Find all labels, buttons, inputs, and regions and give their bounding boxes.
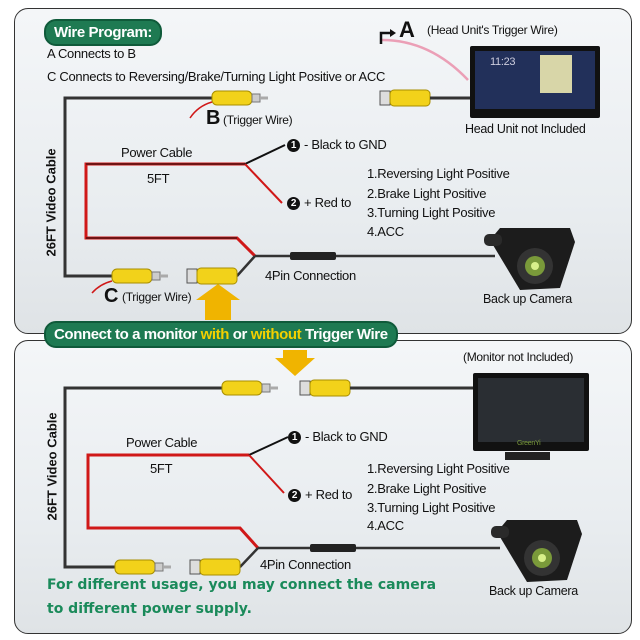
- top-black-wire-label: 1 - Black to GND: [287, 137, 387, 152]
- power-rca-connector: [186, 267, 238, 285]
- black-to-gnd: - Black to GND: [305, 429, 388, 444]
- label-b-text: (Trigger Wire): [223, 113, 293, 127]
- monitor-brand: GreenYi: [517, 440, 541, 447]
- connector-b: [211, 90, 269, 106]
- banner-without: without: [250, 326, 302, 343]
- usage-note-line-2: to different power supply.: [47, 601, 252, 617]
- down-arrow: [275, 350, 315, 376]
- label-a-letter: A: [399, 17, 415, 42]
- instruction-c: C Connects to Reversing/Brake/Turning Li…: [47, 69, 386, 84]
- monitor-connector: [299, 379, 351, 397]
- head-unit-connector: [379, 89, 431, 107]
- label-b-letter: B: [206, 107, 221, 129]
- instruction-a-b: A Connects to B: [47, 46, 136, 61]
- head-unit: [470, 46, 600, 118]
- label-c-text: (Trigger Wire): [122, 290, 192, 304]
- label-c-letter: C: [104, 285, 119, 307]
- bottom-power-cable: [86, 436, 289, 550]
- bottom-4pin-label: 4Pin Connection: [260, 557, 351, 572]
- top-option-1: 1.Reversing Light Positive: [367, 166, 510, 181]
- bottom-power-rca-connector: [189, 558, 241, 576]
- wire-program-badge: Wire Program:: [44, 19, 163, 46]
- top-video-cable-label: 26FT Video Cable: [43, 148, 59, 257]
- top-option-2: 2.Brake Light Positive: [367, 186, 487, 201]
- banner-text-2: or: [229, 326, 251, 343]
- red-to: + Red to: [305, 487, 353, 502]
- bottom-option-1: 1.Reversing Light Positive: [367, 461, 510, 476]
- pink-trigger-wire: [381, 38, 469, 81]
- number-2-icon: 2: [288, 489, 301, 502]
- black-to-gnd: - Black to GND: [304, 137, 387, 152]
- connect-monitor-banner: Connect to a monitor with or without Tri…: [44, 321, 398, 348]
- up-arrow: [196, 284, 240, 320]
- banner-with: with: [200, 326, 230, 343]
- usage-note-line-1: For different usage, you may connect the…: [47, 577, 437, 593]
- monitor-label: (Monitor not Included): [463, 350, 574, 364]
- top-length-label: 5FT: [147, 171, 170, 186]
- bottom-video-cable: [63, 386, 222, 569]
- bottom-backup-camera: [491, 520, 582, 582]
- head-unit-label: Head Unit not Included: [465, 122, 586, 136]
- top-option-4: 4.ACC: [367, 224, 404, 239]
- bottom-camera-label: Back up Camera: [489, 584, 578, 598]
- number-1-icon: 1: [288, 431, 301, 444]
- head-unit-time: 11:23: [490, 56, 516, 68]
- bottom-option-2: 2.Brake Light Positive: [367, 481, 487, 496]
- bottom-video-connector: [114, 559, 172, 575]
- bottom-black-wire-label: 1 - Black to GND: [288, 429, 388, 444]
- bottom-option-3: 3.Turning Light Positive: [367, 500, 496, 515]
- banner-text-3: Trigger Wire: [301, 326, 388, 343]
- top-camera-label: Back up Camera: [483, 292, 572, 306]
- top-power-cable: [84, 144, 286, 258]
- banner-text-1: Connect to a monitor: [54, 326, 201, 343]
- connector-c: [111, 268, 169, 284]
- red-to: + Red to: [304, 195, 352, 210]
- bottom-option-4: 4.ACC: [367, 518, 404, 533]
- bottom-red-wire-label: 2 + Red to: [288, 487, 352, 502]
- bottom-video-cable-label: 26FT Video Cable: [44, 412, 60, 521]
- number-2-icon: 2: [287, 197, 300, 210]
- top-option-3: 3.Turning Light Positive: [367, 205, 496, 220]
- top-4pin-label: 4Pin Connection: [265, 268, 356, 283]
- top-power-cable-label: Power Cable: [121, 145, 193, 160]
- monitor: [473, 373, 589, 460]
- top-red-wire-label: 2 + Red to: [287, 195, 351, 210]
- top-video-cable: [63, 96, 215, 278]
- monitor-side-connector-male: [221, 380, 279, 396]
- bottom-length-label: 5FT: [150, 461, 173, 476]
- top-backup-camera: [484, 228, 575, 290]
- 4pin-connector: [290, 252, 336, 260]
- bottom-4pin-connector: [310, 544, 356, 552]
- bottom-power-cable-label: Power Cable: [126, 435, 198, 450]
- label-a-text: (Head Unit's Trigger Wire): [427, 23, 558, 37]
- number-1-icon: 1: [287, 139, 300, 152]
